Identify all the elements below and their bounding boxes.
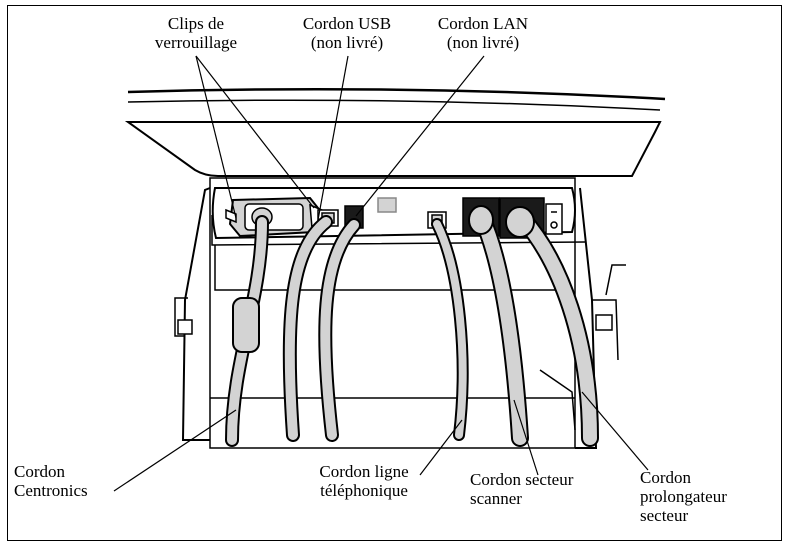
scanner-power-cord-label: Cordon secteur scanner: [470, 470, 574, 508]
phone-line-cord-label: Cordon ligne téléphonique: [319, 462, 409, 500]
usb-cord-label: Cordon USB (non livré): [302, 14, 392, 52]
cables: [225, 205, 599, 447]
printer-lid: [124, 87, 666, 177]
locking-clips-label: Clips de verrouillage: [154, 14, 238, 52]
leader-lines: [113, 55, 649, 492]
centronics-cord-label: Cordon Centronics: [14, 462, 88, 500]
extension-power-cord-label: Cordon prolongateur secteur: [640, 468, 727, 525]
diagram-frame: [7, 5, 782, 541]
ferrite-core: [232, 297, 260, 353]
lan-cord-label: Cordon LAN (non livré): [437, 14, 529, 52]
